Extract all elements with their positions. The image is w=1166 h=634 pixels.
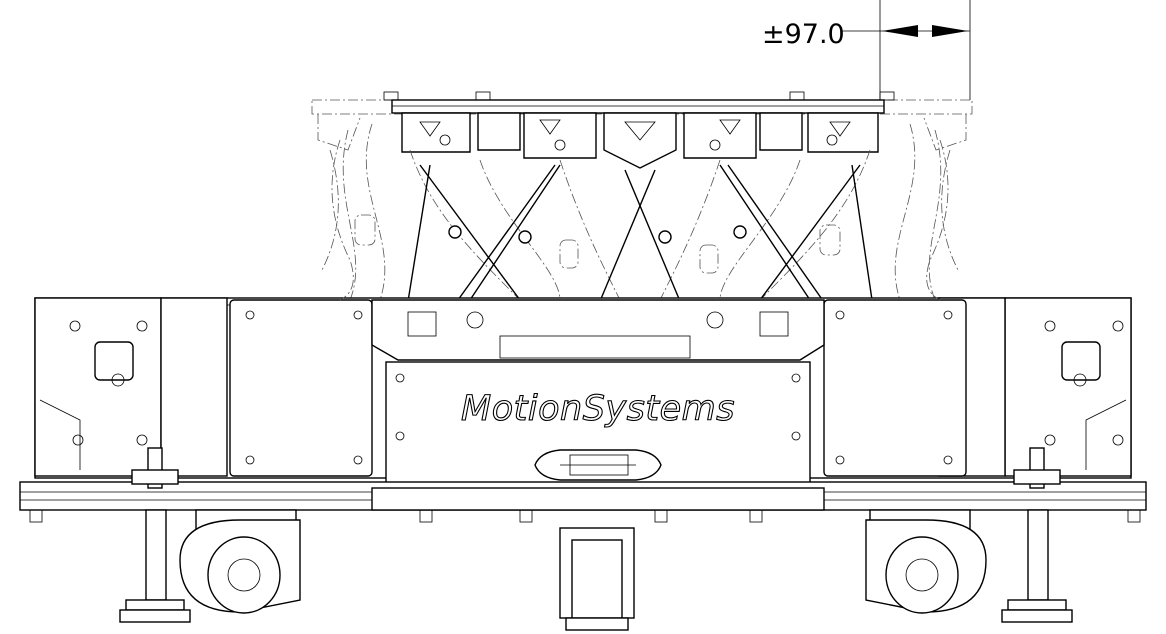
caster-wheel-center xyxy=(559,527,635,631)
base-housing: MotionSystems xyxy=(34,297,1132,489)
dimension-annotation: ±97.0 xyxy=(762,0,971,100)
base-plate xyxy=(19,481,1147,523)
outer-arm-ghosts xyxy=(321,139,959,301)
caster-wheel-right xyxy=(865,509,987,614)
dimension-arrow-right xyxy=(932,25,968,37)
actuator-rods xyxy=(404,164,876,326)
leveling-foot-right xyxy=(1001,447,1073,623)
leveling-foot-left xyxy=(119,447,191,623)
top-platform xyxy=(311,91,973,169)
dimension-label: ±97.0 xyxy=(762,19,845,50)
dimension-arrow-left xyxy=(882,25,918,37)
caster-wheel-left xyxy=(179,509,301,614)
brand-logo: MotionSystems xyxy=(461,389,735,429)
